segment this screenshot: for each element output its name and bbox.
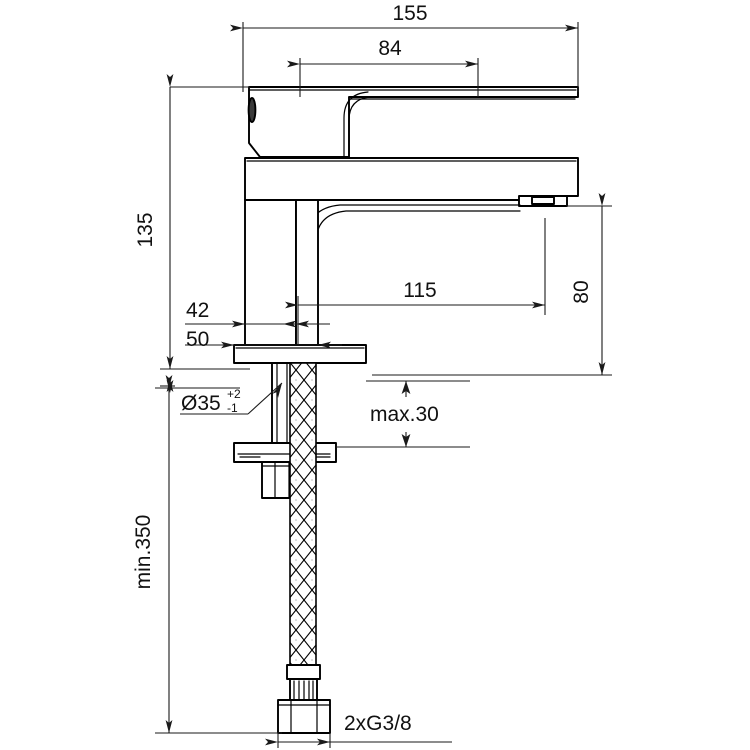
dimension-label-min-350: min.350 [132, 515, 155, 590]
dimension-label-80: 80 [570, 280, 593, 303]
dimension-label-115: 115 [403, 279, 436, 302]
dimension-155 [230, 22, 579, 92]
dimension-label-max-30: max.30 [370, 403, 439, 426]
faucet-body-outline [233, 86, 579, 364]
dimension-min-350 [155, 375, 282, 734]
dimension-84 [287, 58, 479, 97]
dimension-label-hole-tol-lower: -1 [227, 401, 238, 415]
dimension-max-30 [336, 380, 470, 448]
dimension-2xG38 [265, 733, 452, 748]
dimension-50 [185, 341, 342, 349]
dimension-label-2xG38: 2xG3/8 [344, 712, 412, 735]
dimension-label-155: 155 [392, 2, 427, 25]
dimension-42 [185, 320, 330, 328]
dimension-135 [160, 74, 250, 370]
dimension-label-135: 135 [134, 212, 157, 247]
dimension-label-42: 42 [186, 299, 209, 322]
dimension-115 [285, 218, 546, 345]
mounting-hardware [233, 362, 337, 499]
dimension-80 [372, 193, 612, 376]
flexible-supply-hose [277, 362, 331, 734]
dimension-hole-diameter [160, 379, 283, 415]
dimension-label-hole-tol-upper: +2 [227, 387, 241, 401]
dimension-label-50: 50 [186, 328, 209, 351]
dimension-label-84: 84 [378, 37, 402, 60]
dimension-label-hole-diameter: Ø35 [181, 392, 221, 415]
